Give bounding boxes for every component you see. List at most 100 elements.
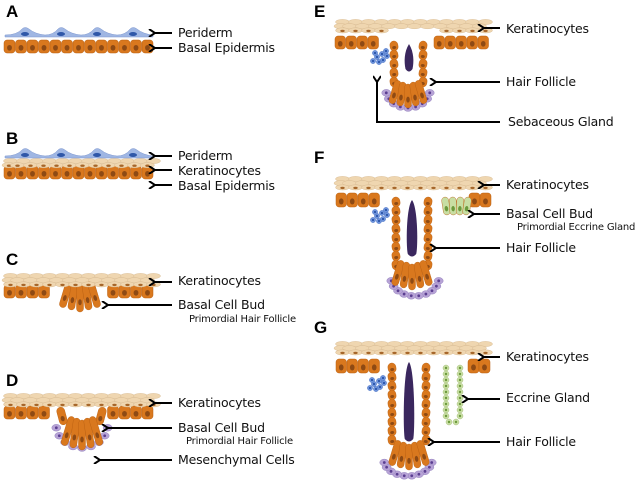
panel-letter-d: D: [6, 371, 19, 390]
basal-cell-nucleus: [64, 44, 70, 51]
arrow-sebaceous-gland: [377, 82, 500, 123]
mesenchymal-nucleus: [103, 434, 107, 438]
panel-g-art: [333, 341, 493, 480]
basal-cell-nucleus: [482, 364, 487, 371]
sebaceous-cell-nucleus: [372, 382, 376, 386]
basal-cell-nucleus: [122, 170, 127, 177]
eccrine-cell-nucleus: [458, 408, 462, 412]
keratinocyte-nucleus: [379, 351, 384, 355]
follicle-cell: [421, 407, 431, 419]
keratinocyte-nucleus: [112, 283, 117, 287]
label-basal-cell-bud: Basal Cell Bud: [178, 420, 265, 435]
label-arrows: [100, 28, 500, 460]
periderm-nucleus: [57, 153, 65, 157]
keratinocyte-nucleus: [86, 403, 91, 407]
sebaceous-cell-nucleus: [381, 58, 385, 62]
label-mesenchymal-cells: Mesenchymal Cells: [178, 452, 295, 467]
sebaceous-cell-nucleus: [371, 59, 375, 63]
basal-cell-nucleus: [41, 44, 47, 51]
mesenchymal-nucleus: [54, 426, 58, 430]
eccrine-cell-nucleus: [444, 390, 448, 394]
basal-cell-nucleus: [359, 40, 365, 47]
label-keratinocytes: Keratinocytes: [178, 273, 261, 288]
basal-cell-nucleus: [371, 364, 377, 371]
periderm-nucleus: [129, 153, 137, 157]
keratinocyte-nucleus: [34, 403, 39, 407]
follicle-cell: [421, 371, 431, 383]
eccrine-cell-nucleus: [444, 414, 448, 418]
keratinocyte-nucleus: [392, 351, 397, 355]
basal-cell-nucleus: [30, 289, 35, 296]
keratinocyte-nucleus: [379, 186, 384, 190]
keratinocyte-nucleus: [112, 403, 117, 407]
sublabel-primordial-hair-follicle: Primordial Hair Follicle: [186, 436, 293, 447]
eccrine-cell-nucleus: [444, 366, 448, 370]
eccrine-cell-nucleus: [458, 402, 462, 406]
basal-cell-nucleus: [349, 364, 355, 371]
eccrine-cell-nucleus: [444, 384, 448, 388]
keratinocyte-nucleus: [151, 403, 156, 407]
label-keratinocytes: Keratinocytes: [178, 163, 261, 178]
keratinocyte-nucleus: [6, 164, 12, 167]
keratinocyte-nucleus: [405, 351, 410, 355]
eccrine-cell-nucleus: [458, 396, 462, 400]
keratinocyte-nucleus: [99, 283, 104, 287]
basal-cell-nucleus: [87, 44, 93, 51]
keratinocyte-nucleus: [54, 164, 59, 167]
follicle-cell: [391, 214, 401, 226]
basal-cell-nucleus: [469, 40, 475, 47]
eccrine-cell-nucleus: [458, 384, 462, 388]
basal-cell-nucleus: [447, 40, 453, 47]
bulb-cell: [60, 416, 76, 446]
bulb-cell: [408, 263, 416, 291]
eccrine-bud-cell: [449, 196, 457, 216]
panel-letter-g: G: [314, 318, 328, 337]
mesenchymal-nucleus: [384, 91, 388, 95]
basal-cell-nucleus: [348, 40, 354, 47]
follicle-cell: [423, 214, 433, 226]
keratinocyte-nucleus: [60, 403, 65, 407]
keratinocyte-nucleus: [366, 186, 371, 190]
sebaceous-cell-nucleus: [375, 214, 379, 218]
basal-cell-nucleus: [110, 170, 116, 177]
panel-a-art: [3, 27, 154, 54]
keratinocyte-nucleus: [340, 186, 345, 190]
sebaceous-cell-nucleus: [377, 219, 381, 223]
sebaceous-cell-nucleus: [381, 217, 385, 221]
keratinocyte-nucleus: [457, 351, 462, 355]
basal-cell-nucleus: [53, 44, 58, 51]
follicle-cell: [387, 380, 397, 392]
keratinocyte-nucleus: [392, 186, 397, 190]
basal-cell-nucleus: [349, 198, 355, 205]
keratinocyte-nucleus: [444, 351, 449, 355]
basal-cell-nucleus: [30, 44, 35, 51]
periderm-nucleus: [129, 32, 137, 36]
bulb-cell: [409, 81, 420, 107]
basal-cell-nucleus: [30, 410, 35, 417]
periderm-layer: [4, 27, 154, 38]
basal-cell-nucleus: [360, 364, 366, 371]
keratinocyte-nucleus: [431, 351, 436, 355]
bud-cell: [95, 406, 107, 426]
keratinocyte-nucleus: [138, 283, 143, 287]
basal-cell-nucleus: [7, 410, 12, 417]
basal-cell-nucleus: [133, 170, 139, 177]
panel-d-art: [1, 393, 161, 452]
follicle-cell: [387, 425, 397, 437]
label-hair-follicle: Hair Follicle: [506, 240, 576, 255]
mesenchymal-nucleus: [417, 472, 421, 476]
basal-cell-nucleus: [53, 170, 58, 177]
sebaceous-cell-nucleus: [377, 60, 381, 64]
mesenchymal-nucleus: [410, 474, 414, 478]
keratinocyte-nucleus: [99, 403, 104, 407]
bulb-cell: [76, 283, 84, 313]
keratinocyte-nucleus: [470, 29, 475, 33]
basal-cell-nucleus: [18, 44, 24, 51]
mesenchymal-nucleus: [427, 465, 431, 469]
basal-cell-nucleus: [436, 40, 442, 47]
keratinocyte-nucleus: [21, 283, 26, 287]
sebaceous-cell-nucleus: [380, 52, 384, 56]
keratinocyte-nucleus: [73, 283, 78, 287]
follicle-cell: [423, 250, 433, 262]
mesenchymal-nucleus: [385, 465, 389, 469]
